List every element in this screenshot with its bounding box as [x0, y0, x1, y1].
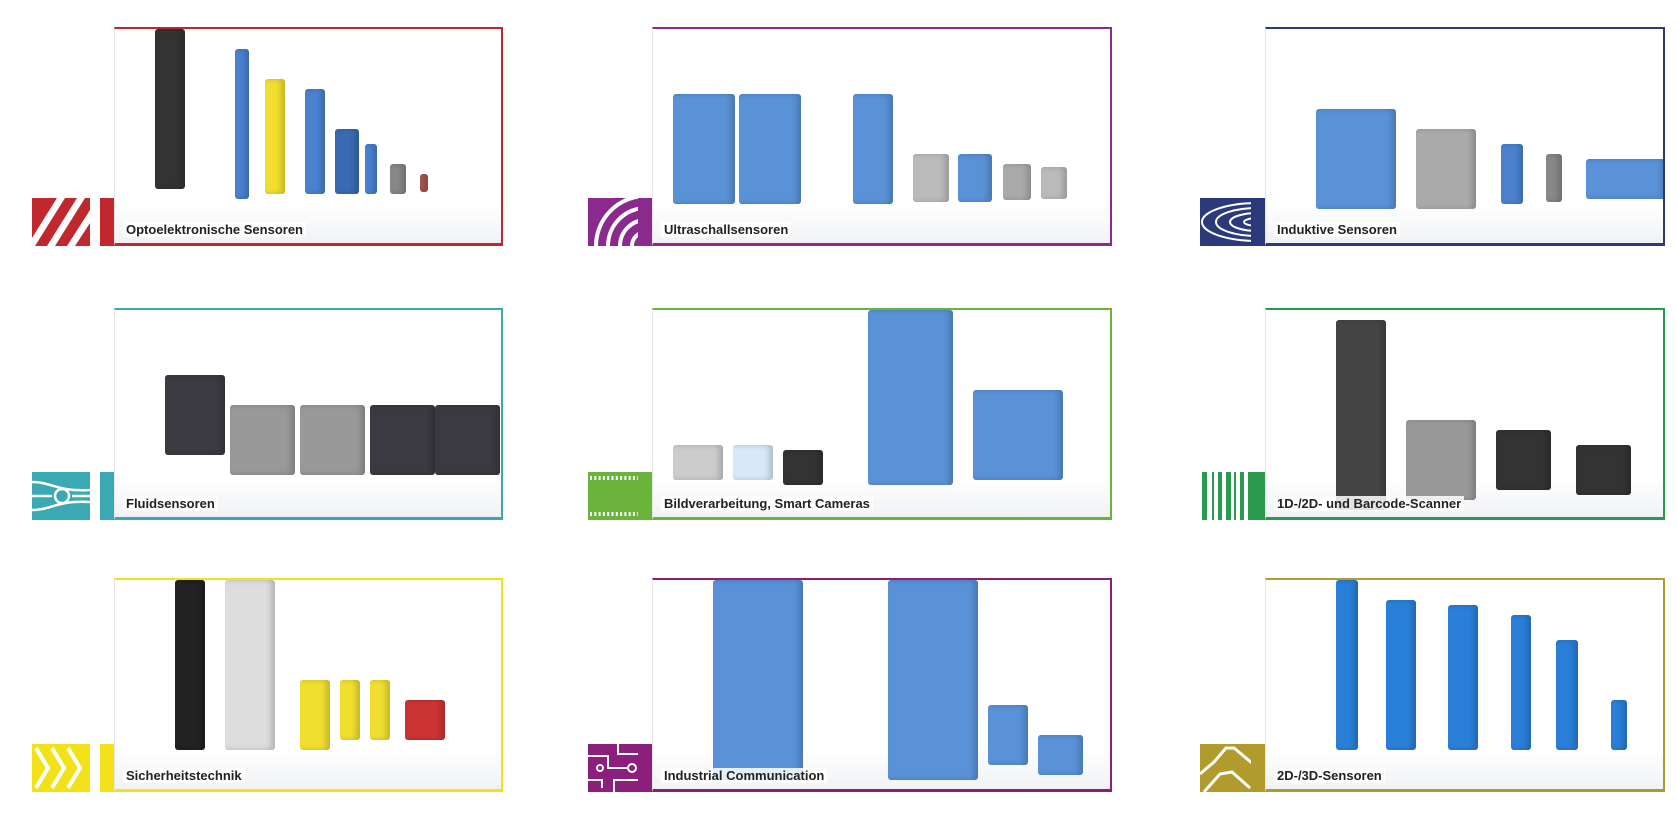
category-color-bar	[638, 472, 652, 520]
product-image	[1041, 167, 1067, 199]
product-image	[673, 94, 735, 204]
product-image	[235, 49, 249, 199]
product-image	[300, 405, 365, 475]
product-image	[1316, 109, 1396, 209]
product-image	[305, 89, 325, 194]
product-image	[155, 29, 185, 189]
product-image	[435, 405, 500, 475]
product-image-frame[interactable]: Induktive Sensoren	[1265, 27, 1665, 246]
category-color-bar	[100, 744, 114, 792]
product-image	[1576, 445, 1631, 495]
product-image	[1336, 320, 1386, 510]
product-image	[370, 405, 435, 475]
product-image	[365, 144, 377, 194]
product-image	[335, 129, 359, 194]
product-image	[1501, 144, 1523, 204]
product-image	[1386, 600, 1416, 750]
diagonal-stripes-icon	[32, 198, 90, 246]
product-image	[1038, 735, 1083, 775]
product-image	[713, 580, 803, 780]
product-image	[853, 94, 893, 204]
category-label[interactable]: Sicherheitstechnik	[123, 768, 245, 783]
product-image	[1496, 430, 1551, 490]
category-label[interactable]: Optoelektronische Sensoren	[123, 222, 306, 237]
product-image	[733, 445, 773, 480]
product-image	[1511, 615, 1531, 750]
product-image	[1611, 700, 1627, 750]
category-label[interactable]: Bildverarbeitung, Smart Cameras	[661, 496, 873, 511]
product-image	[370, 680, 390, 740]
product-image	[1556, 640, 1578, 750]
product-image	[1336, 580, 1358, 750]
product-image	[1406, 420, 1476, 500]
category-label[interactable]: 2D-/3D-Sensoren	[1274, 768, 1385, 783]
product-image-frame[interactable]: Ultraschallsensoren	[652, 27, 1112, 246]
product-image	[973, 390, 1063, 480]
product-image	[1416, 129, 1476, 209]
product-image	[1586, 159, 1663, 199]
product-image	[913, 154, 949, 202]
product-image	[988, 705, 1028, 765]
category-color-bar	[100, 472, 114, 520]
category-label[interactable]: Industrial Communication	[661, 768, 828, 783]
product-image-frame[interactable]: Optoelektronische Sensoren	[114, 27, 503, 246]
product-image	[300, 680, 330, 750]
category-label[interactable]: Fluidsensoren	[123, 496, 218, 511]
mountain-profile-icon	[1200, 744, 1258, 792]
product-image	[1003, 164, 1031, 200]
product-image	[405, 700, 445, 740]
category-color-bar	[1251, 198, 1265, 246]
product-image-frame[interactable]: 1D-/2D- und Barcode-Scanner	[1265, 308, 1665, 520]
product-image	[958, 154, 992, 202]
product-image	[888, 580, 978, 780]
circuit-icon	[588, 744, 646, 792]
product-image-frame[interactable]: Industrial Communication	[652, 578, 1112, 792]
category-label[interactable]: Ultraschallsensoren	[661, 222, 792, 237]
field-lines-icon	[1200, 198, 1258, 246]
product-image	[868, 310, 953, 485]
product-image	[673, 445, 723, 480]
category-color-bar	[638, 198, 652, 246]
product-image-frame[interactable]: Bildverarbeitung, Smart Cameras	[652, 308, 1112, 520]
barcode-icon	[1200, 472, 1258, 520]
category-color-bar	[1251, 472, 1265, 520]
product-image	[165, 375, 225, 455]
product-image-frame[interactable]: Sicherheitstechnik	[114, 578, 503, 792]
product-image	[390, 164, 406, 194]
product-image	[1546, 154, 1562, 202]
product-image	[1448, 605, 1478, 750]
category-label[interactable]: 1D-/2D- und Barcode-Scanner	[1274, 496, 1465, 511]
product-image	[739, 94, 801, 204]
category-color-bar	[100, 198, 114, 246]
product-image	[230, 405, 295, 475]
product-image-frame[interactable]: Fluidsensoren	[114, 308, 503, 520]
chevrons-icon	[32, 744, 90, 792]
category-label[interactable]: Induktive Sensoren	[1274, 222, 1400, 237]
film-strip-icon	[588, 472, 646, 520]
product-image	[783, 450, 823, 485]
product-image-frame[interactable]: 2D-/3D-Sensoren	[1265, 578, 1665, 792]
product-image	[340, 680, 360, 740]
product-image	[420, 174, 428, 192]
category-color-bar	[638, 744, 652, 792]
category-color-bar	[1251, 744, 1265, 792]
sound-waves-icon	[588, 198, 646, 246]
fluid-flow-icon	[32, 472, 90, 520]
product-image	[175, 580, 205, 750]
product-image	[225, 580, 275, 750]
product-image	[265, 79, 285, 194]
